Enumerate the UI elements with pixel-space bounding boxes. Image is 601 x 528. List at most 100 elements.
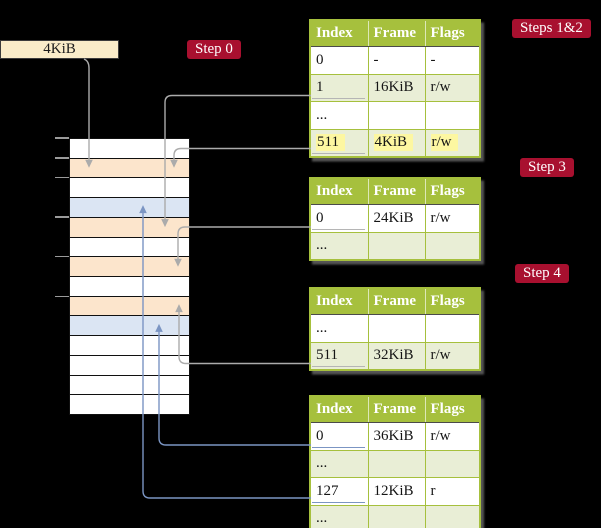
cell-text: ...: [316, 237, 328, 254]
memory-frame-row-plain: [70, 177, 189, 198]
cell-frame: [367, 314, 426, 343]
badge-steps-1-2: Steps 1&2: [512, 19, 591, 38]
root-table-address-label: 4KiB: [0, 40, 119, 59]
cell-text: r/w: [430, 79, 451, 96]
memory-frame-row-plain: [70, 394, 189, 415]
memory-frame-row-peach: [70, 157, 189, 178]
cell-text: 511: [316, 347, 338, 364]
column-header-flags: Flags: [424, 20, 480, 47]
badge-step-3: Step 3: [520, 158, 574, 177]
memory-frame-row-plain: [70, 335, 189, 355]
memory-frame-row-peach: [70, 216, 189, 237]
memory-boundary-tick: [55, 157, 69, 159]
cell-text: r/w: [430, 427, 451, 444]
cell-flags: r/w: [424, 422, 481, 451]
cell-flags: [424, 449, 481, 478]
cell-index: 0: [309, 204, 369, 233]
pointer-line-frame-4KiB: [173, 147, 311, 161]
cell-text: 16KiB: [373, 79, 414, 96]
memory-frame-row-plain: [70, 374, 189, 395]
badge-step-0: Step 0: [187, 40, 241, 59]
cell-index: ...: [309, 231, 369, 261]
page-table-entry: 511 4KiB r/w: [309, 128, 481, 158]
column-header-index: Index: [310, 178, 368, 205]
column-header-index: Index: [310, 396, 368, 423]
memory-boundary-tick: [55, 255, 69, 258]
cell-flags: r/w: [424, 341, 481, 371]
cell-text: -: [373, 51, 379, 68]
page-table-entry: ...: [309, 231, 481, 261]
cell-text: 511: [316, 134, 345, 152]
memory-frame-row-blue: [70, 197, 189, 217]
cell-flags: [424, 101, 481, 130]
page-table-entry: 0 36KiB r/w: [309, 422, 481, 451]
memory-boundary-tick: [55, 176, 69, 179]
cell-flags: [424, 504, 481, 528]
badge-step-4: Step 4: [515, 264, 569, 283]
cell-frame: 16KiB: [367, 73, 426, 102]
cell-text: 36KiB: [373, 427, 414, 444]
cell-frame: [367, 101, 426, 130]
cell-index: ...: [309, 314, 369, 343]
cell-flags: r/w: [424, 128, 481, 158]
cell-flags: [424, 314, 481, 343]
cell-flags: -: [424, 46, 481, 75]
cell-text: 12KiB: [373, 482, 414, 499]
cell-frame: -: [367, 46, 426, 75]
column-header-flags: Flags: [424, 178, 480, 205]
cell-flags: r: [424, 477, 481, 506]
cell-text: 32KiB: [373, 347, 414, 364]
cell-text: r/w: [430, 209, 451, 226]
column-header-index: Index: [310, 20, 368, 47]
physical-memory-column: [69, 138, 190, 415]
page-table-entry: 0 24KiB r/w: [309, 204, 481, 233]
cell-flags: [424, 231, 481, 261]
page-table-entry: ...: [309, 504, 481, 528]
memory-boundary-tick: [55, 295, 69, 298]
cell-text: r/w: [430, 347, 451, 364]
memory-frame-row-blue: [70, 315, 189, 336]
cell-frame: [367, 504, 426, 528]
cell-frame: 12KiB: [367, 477, 426, 506]
cell-frame: 4KiB: [367, 128, 426, 158]
cell-index: 0: [309, 422, 369, 451]
cell-text: 0: [316, 427, 324, 444]
cell-index: ...: [309, 504, 369, 528]
cell-text: 127: [316, 482, 339, 499]
column-header-index: Index: [310, 288, 368, 315]
pointer-line-frame-32KiB: [178, 311, 311, 365]
memory-boundary-tick: [55, 137, 69, 139]
cell-text: ...: [316, 106, 328, 123]
cell-text: r: [430, 482, 436, 499]
cell-text: 0: [316, 209, 324, 226]
cell-index: 511: [309, 128, 369, 158]
column-header-frame: Frame: [367, 20, 425, 47]
pointer-line-frame-24KiB: [177, 226, 311, 260]
memory-frame-row-plain: [70, 236, 189, 257]
memory-frame-row-plain: [70, 354, 189, 375]
page-table-entry: ...: [309, 314, 481, 343]
cell-flags: r/w: [424, 73, 481, 102]
cell-text: ...: [316, 319, 328, 336]
cell-text: 1: [316, 79, 324, 96]
cell-text: r/w: [430, 134, 458, 152]
memory-frame-row-peach: [70, 295, 189, 316]
cell-flags: r/w: [424, 204, 481, 233]
column-header-flags: Flags: [424, 288, 480, 315]
cell-frame: [367, 231, 426, 261]
memory-frame-row-plain: [70, 139, 189, 158]
column-header-flags: Flags: [424, 396, 480, 423]
cell-text: 24KiB: [373, 209, 414, 226]
cell-text: 4KiB: [373, 134, 414, 152]
memory-frame-row-plain: [70, 276, 189, 296]
column-header-frame: Frame: [367, 288, 425, 315]
cell-frame: 32KiB: [367, 341, 426, 371]
